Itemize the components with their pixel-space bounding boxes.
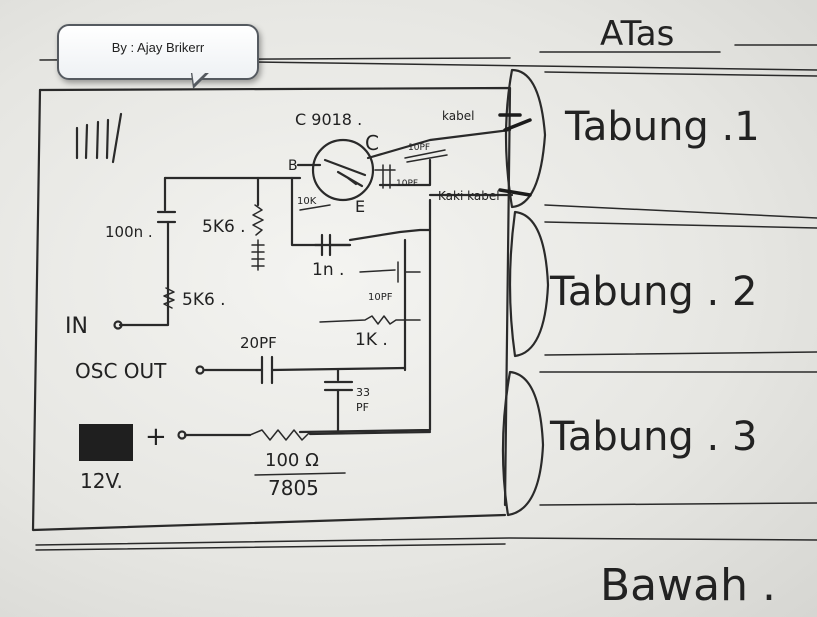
label-in: IN (65, 314, 88, 339)
label-tabung-2: Tabung . 2 (549, 269, 757, 315)
label-5k6-a: 5K6 . (202, 217, 246, 237)
label-kaki-kabel: Kaki kabel (438, 189, 500, 203)
label-10pf-c: 10PF (368, 292, 393, 303)
label-pf: PF (356, 401, 369, 414)
transistor-c9018 (296, 138, 375, 202)
label-plus: + (145, 422, 167, 452)
label-atas: ATas (600, 14, 674, 54)
label-c9018: C 9018 . (295, 110, 362, 129)
label-tabung-1: Tabung .1 (564, 104, 760, 150)
label-10pf-b: 10PF (396, 179, 418, 189)
label-5k6-b: 5K6 . (182, 290, 226, 310)
label-7805: 7805 (268, 476, 319, 500)
label-pin-c: C (365, 131, 379, 155)
label-bawah: Bawah . (600, 560, 776, 611)
label-pin-e: E (355, 197, 365, 216)
label-100n: 100n . (105, 223, 153, 241)
label-10k: 10K (297, 196, 317, 207)
label-33: 33 (356, 386, 370, 399)
label-kabel: kabel (442, 109, 474, 123)
label-100-ohm: 100 Ω (265, 450, 319, 471)
wiring (79, 113, 532, 476)
tally-marks (75, 112, 123, 164)
label-1k: 1K . (355, 330, 388, 350)
label-tabung-3: Tabung . 3 (549, 414, 757, 460)
credit-speech-bubble: By : Ajay Brikerr (57, 24, 259, 80)
label-pin-b: B (288, 158, 298, 174)
label-1n: 1n . (312, 260, 344, 280)
label-osc-out: OSC OUT (75, 359, 167, 383)
credit-text: By : Ajay Brikerr (111, 40, 205, 55)
label-10pf-a: 10PF (408, 143, 430, 153)
label-20pf: 20PF (240, 334, 277, 352)
tube-2 (508, 210, 817, 358)
tube-3 (501, 370, 817, 517)
label-12v: 12V. (80, 469, 123, 493)
